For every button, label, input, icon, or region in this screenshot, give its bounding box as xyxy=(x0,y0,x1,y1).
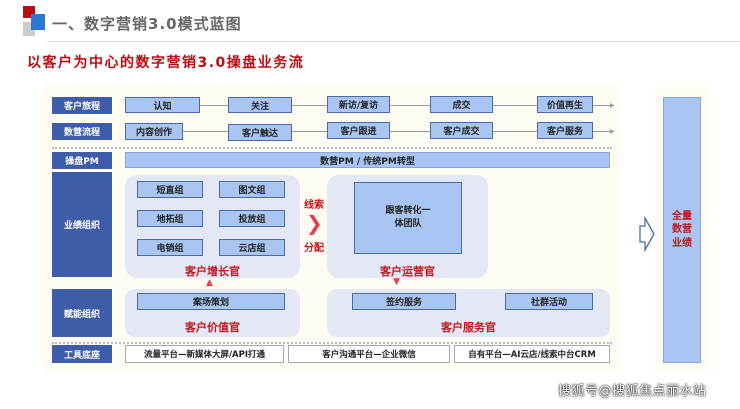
result-text: 数营 xyxy=(672,224,692,236)
journey-step: 价值再生 xyxy=(537,96,593,113)
team-box: 地拓组 xyxy=(137,210,203,227)
label-marketing-process: 数营流程 xyxy=(52,123,112,140)
watermark: 搜狐号@搜狐焦点丽水站 xyxy=(558,384,707,399)
process-line xyxy=(175,131,610,132)
team-box: 投放组 xyxy=(219,210,285,227)
arrow-label-assign: 分配 xyxy=(304,243,324,254)
conversion-team-box: 跟客转化一体团队 xyxy=(354,182,462,254)
process-step: 内容创作 xyxy=(125,123,183,140)
sign-box: 签约服务 xyxy=(352,293,456,310)
label-customer-journey: 客户旅程 xyxy=(52,97,112,114)
arrow-label-leads: 线索 xyxy=(304,200,324,211)
tool-box: 自有平台—AI云店/线索中台CRM xyxy=(454,345,610,363)
divider xyxy=(52,147,612,149)
label-tools: 工具底座 xyxy=(52,345,112,363)
tool-box: 流量平台—新媒体大屏/API打通 xyxy=(125,345,284,363)
journey-line xyxy=(180,105,610,106)
journey-step: 成交 xyxy=(430,96,493,113)
process-step: 客户服务 xyxy=(537,122,593,139)
process-step: 客户跟进 xyxy=(327,122,390,139)
arrow-right-icon: ▶ xyxy=(610,128,615,135)
growth-officer: 客户增长官 xyxy=(185,265,240,278)
process-step: 客户成交 xyxy=(430,122,493,139)
label-performance-org: 业绩组织 xyxy=(52,172,112,277)
result-text: 全量 xyxy=(672,210,692,222)
arrow-down-icon: ▼ xyxy=(393,277,400,287)
label-pm: 操盘PM xyxy=(52,152,112,169)
plan-box: 案场策划 xyxy=(137,293,285,310)
result-bar: 全量 数营 业绩 xyxy=(663,97,701,363)
tool-box: 客户沟通平台—企业微信 xyxy=(288,345,450,363)
pm-bar: 数营PM / 传统PM转型 xyxy=(125,152,610,168)
team-box: 云店组 xyxy=(219,239,285,256)
result-text: 业绩 xyxy=(672,237,692,249)
label-enablement-org: 赋能组织 xyxy=(52,289,112,337)
journey-step: 关注 xyxy=(228,97,292,113)
team-box: 图文组 xyxy=(219,181,285,198)
value-officer: 客户价值官 xyxy=(185,321,240,334)
hollow-arrow-icon xyxy=(638,215,656,256)
process-step: 客户触达 xyxy=(228,124,292,141)
journey-step: 新访/复访 xyxy=(327,96,390,113)
chevron-right-icon: ❯ xyxy=(306,211,323,235)
operations-officer: 客户运营官 xyxy=(380,265,435,278)
community-box: 社群活动 xyxy=(505,293,593,310)
team-box: 电销组 xyxy=(137,239,203,256)
title-divider xyxy=(47,41,740,42)
divider xyxy=(52,342,612,344)
arrow-up-icon: ▲ xyxy=(206,278,213,288)
journey-step: 认知 xyxy=(125,97,200,113)
arrow-right-icon: ▶ xyxy=(610,102,615,109)
subtitle: 以客户为中心的数字营销3.0操盘业务流 xyxy=(27,55,305,71)
service-officer: 客户服务官 xyxy=(441,321,496,334)
team-box: 短直组 xyxy=(137,181,203,198)
page-title: 一、数字营销3.0模式蓝图 xyxy=(52,15,242,33)
